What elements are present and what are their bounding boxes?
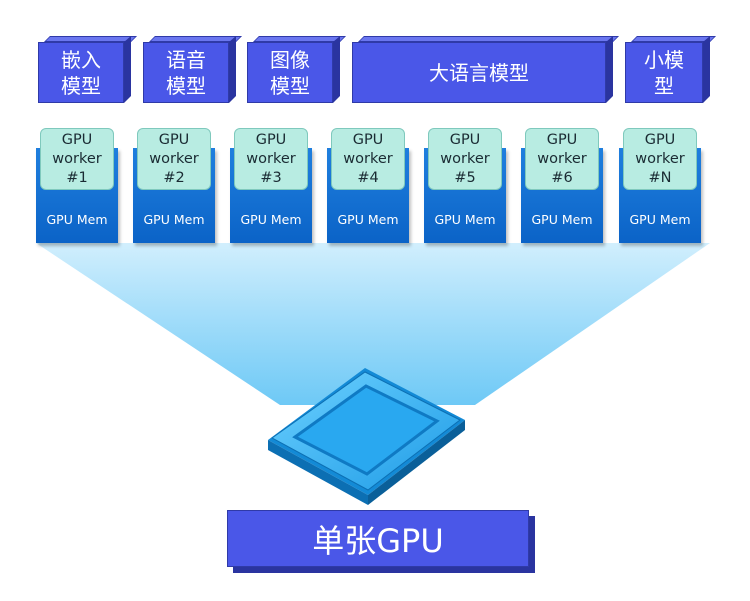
model-label: 小模 型 bbox=[625, 42, 703, 103]
model-box-llm: 大语言模型 bbox=[352, 36, 619, 103]
gpu-mem-label: GPU Mem bbox=[143, 212, 205, 227]
worker-label: GPU worker #4 bbox=[331, 128, 405, 190]
gpu-worker-3: GPU Mem GPU worker #3 bbox=[230, 128, 312, 243]
chip-edge bbox=[268, 440, 368, 505]
gpu-mem-label: GPU Mem bbox=[531, 212, 593, 227]
gpu-mem-label: GPU Mem bbox=[46, 212, 108, 227]
worker-label: GPU worker #3 bbox=[234, 128, 308, 190]
gpu-worker-1: GPU Mem GPU worker #1 bbox=[36, 128, 118, 243]
model-label: 大语言模型 bbox=[352, 42, 606, 103]
model-box-image: 图像 模型 bbox=[247, 36, 346, 103]
model-box-small: 小模 型 bbox=[625, 36, 716, 103]
beam-shape bbox=[36, 243, 710, 405]
gpu-worker-6: GPU Mem GPU worker #6 bbox=[521, 128, 603, 243]
worker-label: GPU worker #5 bbox=[428, 128, 502, 190]
gpu-worker-n: GPU Mem GPU worker #N bbox=[619, 128, 701, 243]
single-gpu-label: 单张GPU bbox=[227, 510, 529, 567]
chip-edge-right bbox=[368, 420, 465, 505]
gpu-worker-5: GPU Mem GPU worker #5 bbox=[424, 128, 506, 243]
gpu-mem-label: GPU Mem bbox=[337, 212, 399, 227]
gpu-worker-2: GPU Mem GPU worker #2 bbox=[133, 128, 215, 243]
model-box-embedding: 嵌入 模型 bbox=[38, 36, 137, 103]
gpu-mem-label: GPU Mem bbox=[240, 212, 302, 227]
model-label: 语音 模型 bbox=[143, 42, 229, 103]
chip-die bbox=[292, 384, 440, 476]
worker-label: GPU worker #1 bbox=[40, 128, 114, 190]
worker-label: GPU worker #N bbox=[623, 128, 697, 190]
gpu-mem-label: GPU Mem bbox=[434, 212, 496, 227]
model-label: 图像 模型 bbox=[247, 42, 333, 103]
model-label: 嵌入 模型 bbox=[38, 42, 124, 103]
gpu-mem-label: GPU Mem bbox=[629, 212, 691, 227]
worker-label: GPU worker #2 bbox=[137, 128, 211, 190]
worker-label: GPU worker #6 bbox=[525, 128, 599, 190]
gpu-worker-4: GPU Mem GPU worker #4 bbox=[327, 128, 409, 243]
model-box-speech: 语音 模型 bbox=[143, 36, 242, 103]
